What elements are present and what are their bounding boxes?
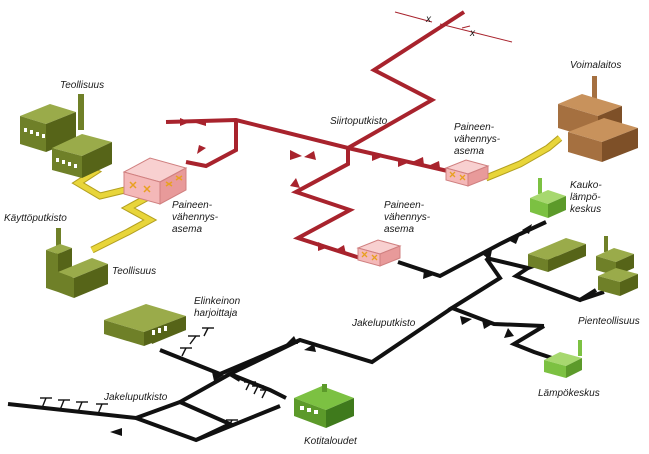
label-siirtoputkisto: Siirtoputkisto	[330, 116, 388, 127]
label-kauko-3: keskus	[570, 204, 601, 215]
arrow-red-8	[398, 158, 410, 167]
label-paineen-lower-3: asema	[384, 224, 414, 235]
label-elinkeinon-1: Elinkeinon	[194, 296, 241, 307]
arrow-red-6	[290, 178, 300, 188]
label-kotitaloudet: Kotitaloudet	[304, 436, 358, 447]
label-voimalaitos: Voimalaitos	[570, 60, 621, 71]
arrow-red-1	[180, 118, 190, 126]
label-elinkeinon-2: harjoittaja	[194, 308, 238, 319]
label-teollisuus-top: Teollisuus	[60, 80, 104, 91]
industry-building-bottom	[46, 228, 108, 298]
arrow-black-4	[482, 250, 492, 260]
arrow-red-9	[412, 157, 424, 165]
label-lampokeskus: Lämpökeskus	[538, 388, 600, 399]
arrow-black-11	[110, 428, 122, 436]
arrow-black-5	[460, 316, 472, 325]
pressure-station-left	[122, 157, 188, 205]
labels: Teollisuus Käyttöputkisto Paineen- vähen…	[4, 14, 640, 447]
arrow-red-5	[304, 151, 316, 160]
heating-plant-building	[544, 340, 582, 378]
label-paineen-lower-1: Paineen-	[384, 200, 425, 211]
arrow-black-7	[504, 328, 514, 338]
industry-building-top	[20, 94, 112, 178]
district-heating-plant-building	[530, 178, 566, 218]
business-building	[104, 304, 186, 346]
small-industry-buildings	[528, 236, 638, 296]
pressure-station-lower	[356, 239, 402, 267]
arrow-black-6	[482, 320, 494, 329]
transmission-pipes	[165, 10, 513, 260]
arrow-red-7	[372, 152, 384, 161]
arrow-red-3	[197, 145, 206, 154]
arrow-red-12	[334, 245, 346, 254]
label-paineen-left-1: Paineen-	[172, 200, 213, 211]
arrow-red-2	[196, 119, 206, 126]
label-kauko-1: Kauko-	[570, 180, 602, 191]
label-jakeluputkisto-left: Jakeluputkisto	[103, 392, 168, 403]
label-paineen-left-3: asema	[172, 224, 202, 235]
distribution-flow-arrows	[110, 224, 532, 436]
label-kauko-2: lämpö-	[570, 192, 601, 203]
arrow-red-4	[290, 150, 302, 160]
arrow-black-2	[508, 234, 520, 244]
label-teollisuus-bottom: Teollisuus	[112, 266, 156, 277]
arrow-red-10	[428, 161, 440, 168]
households-building	[294, 384, 354, 428]
arrow-black-8	[286, 336, 298, 344]
label-kayttoputkisto: Käyttöputkisto	[4, 213, 67, 224]
label-paineen-mid-2: vähennys-	[454, 134, 501, 145]
label-pienteollisuus: Pienteollisuus	[578, 316, 640, 327]
arrow-black-1	[423, 270, 434, 279]
cut-mark-2: x	[469, 28, 476, 39]
label-paineen-mid-3: asema	[454, 146, 484, 157]
label-jakeluputkisto-mid: Jakeluputkisto	[351, 318, 416, 329]
arrow-black-9	[304, 344, 316, 352]
power-plant-building	[558, 76, 638, 162]
label-paineen-mid-1: Paineen-	[454, 122, 495, 133]
arrow-black-10	[212, 372, 224, 381]
arrow-black-3	[522, 224, 532, 234]
transmission-flow-arrows	[180, 118, 440, 254]
label-paineen-lower-2: vähennys-	[384, 212, 431, 223]
label-paineen-left-2: vähennys-	[172, 212, 219, 223]
pressure-station-mid	[444, 159, 490, 187]
arrow-red-11	[318, 242, 329, 251]
cut-mark-1: x	[425, 14, 432, 25]
